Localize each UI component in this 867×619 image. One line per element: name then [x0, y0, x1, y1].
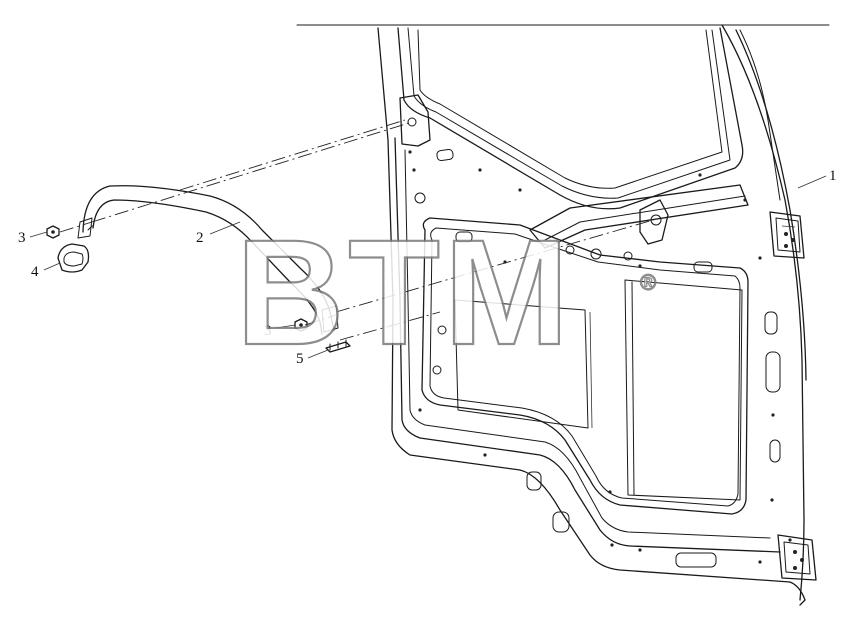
callout-5: 5 [296, 351, 304, 367]
door-panel [377, 24, 817, 606]
watermark-registered: ® [640, 270, 656, 295]
btm-watermark: BTM ® [235, 207, 657, 377]
nut-upper [46, 225, 60, 239]
callout-1: 1 [829, 168, 837, 184]
callout-3-upper: 3 [18, 230, 26, 246]
grab-handle [77, 185, 339, 335]
assembly-lines [59, 119, 661, 341]
upper-hinge [769, 211, 805, 259]
callout-2: 2 [196, 230, 204, 246]
watermark-text: BTM [236, 208, 573, 376]
nut-lower [294, 318, 308, 332]
cover-cap [57, 243, 90, 273]
bracket-clip [325, 339, 351, 353]
callout-4: 4 [31, 264, 39, 280]
callout-3-lower: 3 [264, 323, 272, 339]
leader-lines [29, 175, 827, 359]
lower-hinge [777, 534, 817, 581]
